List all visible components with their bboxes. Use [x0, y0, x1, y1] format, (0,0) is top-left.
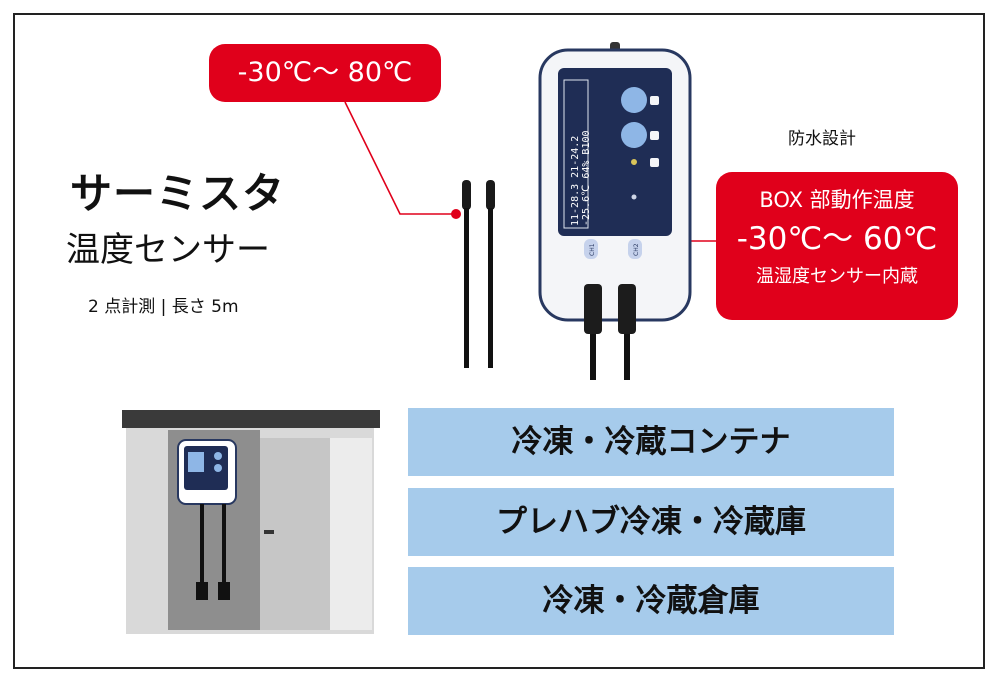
device-port-label-1: CH1 [589, 243, 596, 256]
storage-container-icon [122, 410, 380, 634]
device-display-line1: 11-28.3 21-24.2 [570, 136, 581, 226]
probe-temp-range-badge: -30℃～ 80℃ [209, 44, 441, 102]
box-badge-note: 温湿度センサー内蔵 [756, 266, 918, 287]
use-case-item: 冷凍・冷蔵コンテナ [408, 408, 894, 476]
controller-device-icon: 11-28.3 21-24.2 -25.6℃ 64% B100 CH1 CH2 [538, 42, 692, 380]
use-case-item: プレハブ冷凍・冷蔵庫 [408, 488, 894, 556]
box-badge-title: BOX 部動作温度 [759, 188, 915, 212]
use-case-item: 冷凍・冷蔵倉庫 [408, 567, 894, 635]
box-badge-range: -30℃～ 60℃ [736, 221, 938, 257]
page-frame [13, 13, 985, 669]
thermistor-probe-icon [462, 180, 495, 368]
device-display-line2: -25.6℃ 64% B100 [581, 130, 592, 226]
waterproof-label: 防水設計 [788, 129, 856, 149]
page-title: サーミスタ [70, 169, 286, 218]
box-temp-badge: BOX 部動作温度 -30℃～ 60℃ 温湿度センサー内蔵 [716, 172, 958, 320]
spec-text: 2 点計測 | 長さ 5m [88, 297, 239, 317]
page-subtitle: 温度センサー [66, 230, 270, 270]
device-port-label-2: CH2 [633, 243, 640, 256]
